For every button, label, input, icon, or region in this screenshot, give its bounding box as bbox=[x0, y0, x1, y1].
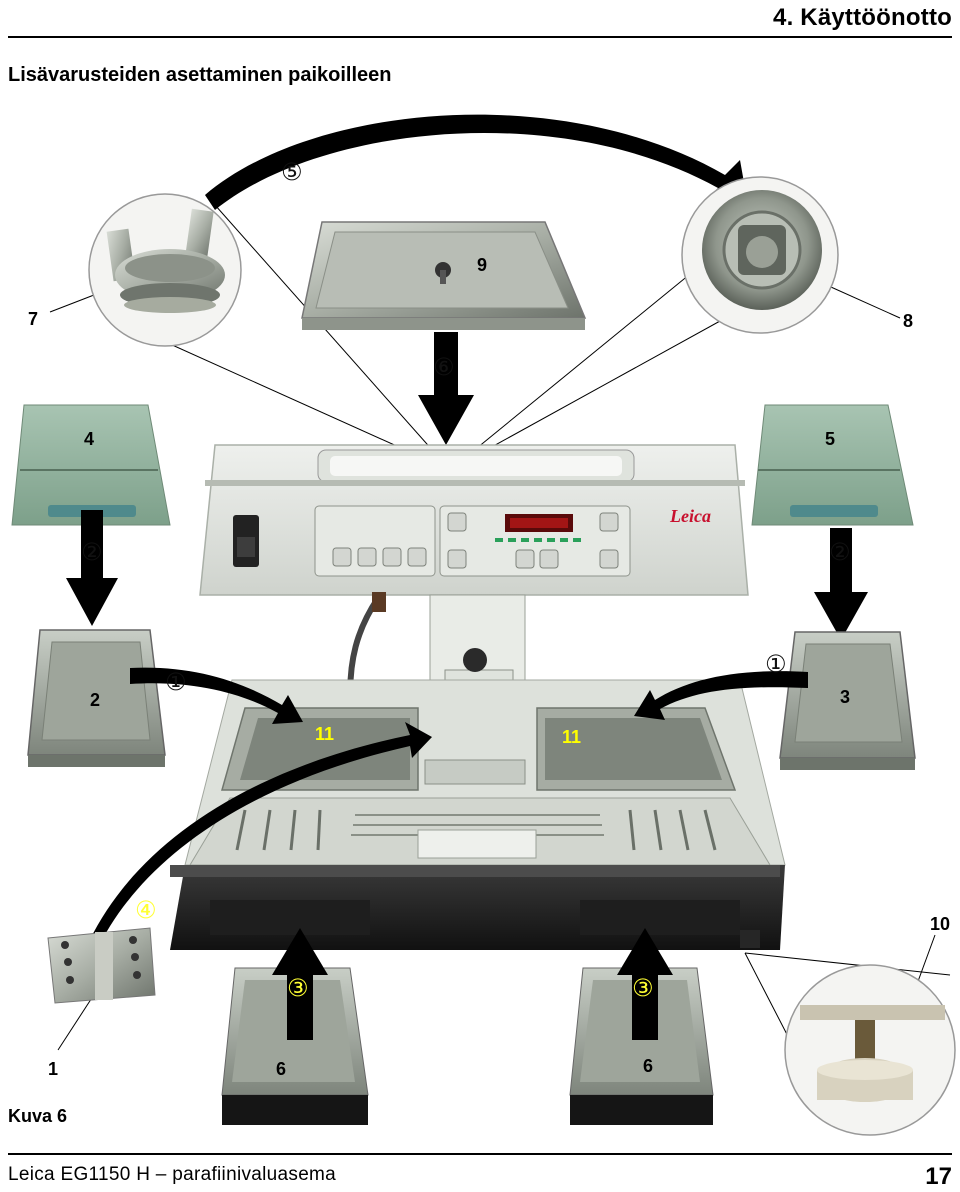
label-4: 4 bbox=[84, 429, 94, 449]
step-1-right: ① bbox=[765, 650, 787, 678]
step-2-right: ② bbox=[829, 538, 851, 566]
label-7: 7 bbox=[28, 309, 38, 329]
label-5: 5 bbox=[825, 429, 835, 449]
insert-arrow-3-right bbox=[617, 928, 673, 1040]
insert-arrow-1-right bbox=[634, 671, 808, 720]
label-6-right: 6 bbox=[643, 1056, 653, 1076]
basket-detail-circle bbox=[88, 193, 242, 347]
insert-arrow-4 bbox=[86, 722, 432, 952]
step-3-left: ③ bbox=[287, 974, 309, 1002]
step-3-right: ③ bbox=[632, 974, 654, 1002]
section-title: Lisävarusteiden asettaminen paikoilleen bbox=[8, 64, 392, 86]
device-brand-logo: Leica bbox=[669, 506, 711, 526]
label-2: 2 bbox=[90, 690, 100, 710]
footer-rule bbox=[8, 1153, 952, 1155]
label-11-right: 11 bbox=[562, 727, 581, 747]
label-10: 10 bbox=[930, 914, 950, 934]
step-4: ④ bbox=[135, 896, 157, 924]
left-cover-plate bbox=[11, 404, 171, 526]
insert-arrow-2-right bbox=[814, 528, 868, 640]
insert-arrow-3-left bbox=[272, 928, 328, 1040]
mold-block-part bbox=[47, 927, 156, 1004]
paraffin-tray-left bbox=[27, 629, 166, 767]
header-rule bbox=[8, 36, 952, 38]
right-cover-plate bbox=[751, 404, 914, 526]
insert-arrow-6 bbox=[418, 332, 474, 445]
foot-detail-circle bbox=[784, 964, 956, 1136]
transfer-arrow-5 bbox=[205, 114, 748, 210]
drain-detail-circle bbox=[681, 176, 839, 334]
step-5: ⑤ bbox=[281, 158, 303, 186]
step-6: ⑥ bbox=[433, 353, 455, 381]
chapter-heading: 4. Käyttöönotto bbox=[773, 4, 952, 31]
label-11-left: 11 bbox=[315, 724, 334, 744]
footer-title: Leica EG1150 H – parafiinivaluasema bbox=[8, 1164, 337, 1185]
step-2-left: ② bbox=[81, 538, 103, 566]
label-6-left: 6 bbox=[276, 1059, 286, 1079]
paraffin-tray-right bbox=[779, 631, 916, 770]
label-8: 8 bbox=[903, 311, 913, 331]
step-1-left: ① bbox=[165, 668, 187, 696]
insert-arrow-1-left bbox=[130, 667, 303, 724]
label-3: 3 bbox=[840, 687, 850, 707]
embedding-station-device bbox=[170, 444, 786, 950]
lid-tray bbox=[301, 221, 587, 330]
insert-arrow-2-left bbox=[66, 510, 118, 626]
figure-caption: Kuva 6 bbox=[8, 1106, 68, 1126]
label-9: 9 bbox=[477, 255, 487, 275]
page-number: 17 bbox=[925, 1163, 952, 1190]
label-1: 1 bbox=[48, 1059, 58, 1079]
